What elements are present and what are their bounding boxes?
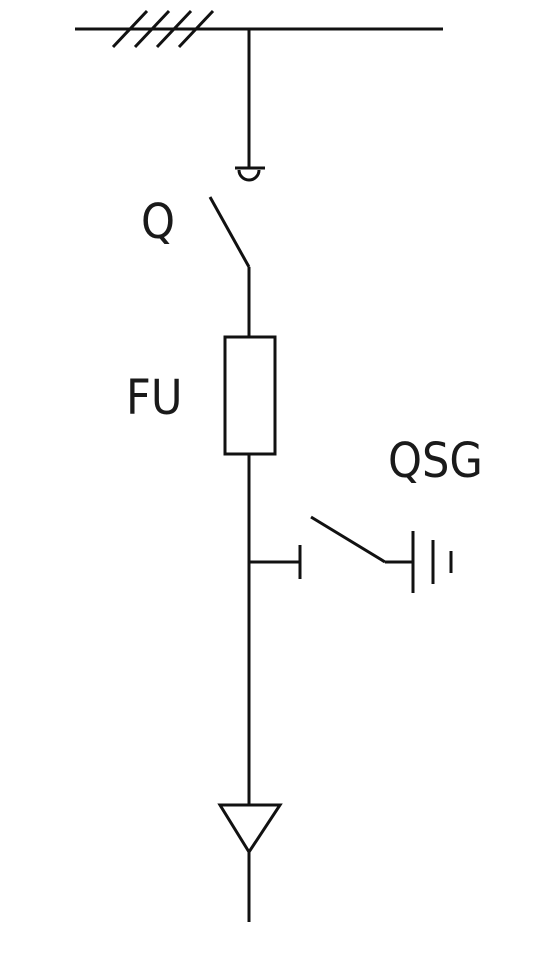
busbar-hatch-2	[133, 9, 171, 49]
switch-label: Q	[141, 194, 175, 250]
cable-end-triangle	[217, 803, 283, 855]
fuse-body	[223, 335, 277, 456]
fuse-label: FU	[126, 370, 182, 426]
busbar	[75, 9, 443, 49]
contact-semicircle	[237, 169, 261, 182]
earthing-blade	[310, 515, 386, 564]
busbar-hatch-4	[177, 9, 215, 49]
cable-termination	[217, 803, 283, 922]
busbar-hatch-3	[155, 9, 193, 49]
earthing-switch-qsg: QSG	[249, 433, 483, 593]
switch-blade	[208, 196, 251, 268]
switch-q: Q	[141, 29, 265, 268]
fuse-fu: FU	[126, 335, 277, 456]
ground-icon	[411, 531, 453, 593]
earthing-switch-label: QSG	[388, 433, 483, 489]
busbar-hatch-1	[111, 9, 149, 49]
